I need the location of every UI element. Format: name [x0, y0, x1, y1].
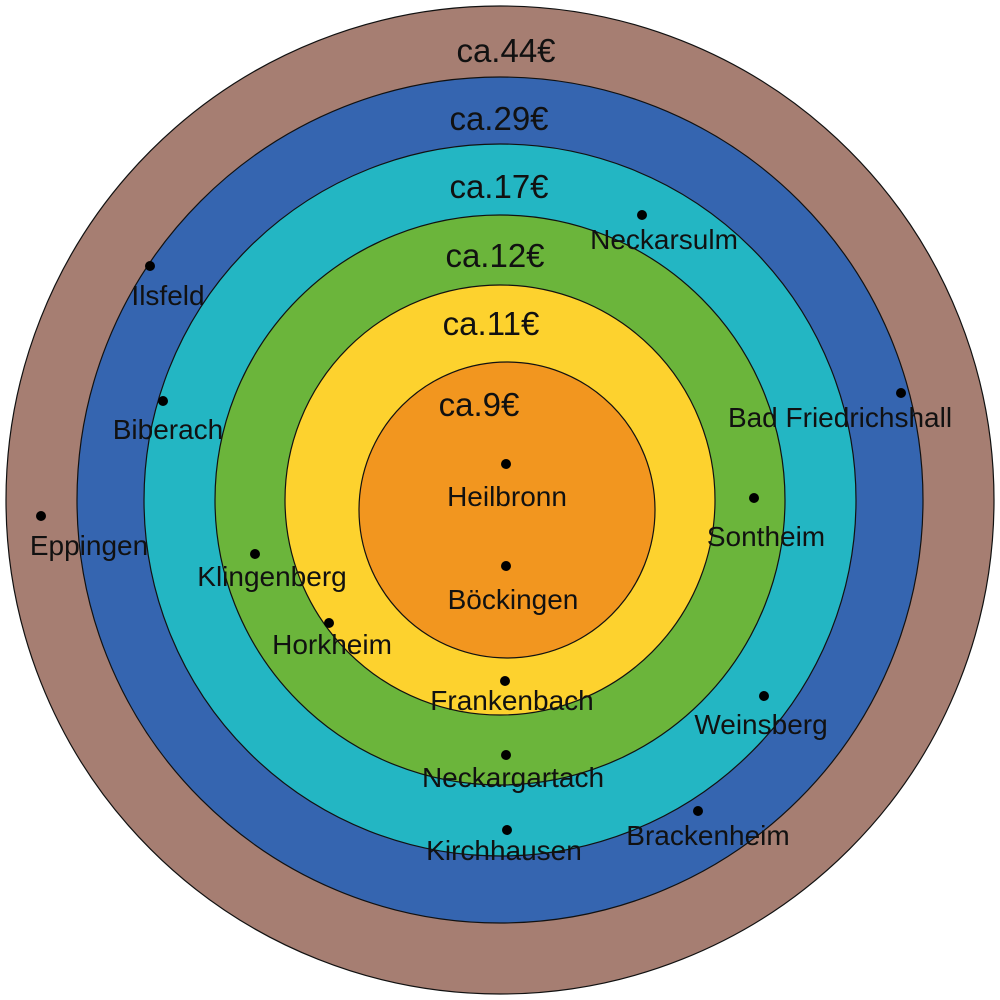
zone-ring-9: [358, 361, 656, 659]
town-label-frankenbach: Frankenbach: [430, 685, 593, 716]
town-dot-neckarsulm: [637, 210, 647, 220]
town-label-biberach: Biberach: [113, 414, 224, 445]
zone-labels: ca.44€ ca.29€ ca.17€ ca.12€ ca.11€ ca.9€: [439, 32, 556, 423]
town-dot-boeckingen: [501, 561, 511, 571]
zone-label-11: ca.11€: [443, 305, 540, 342]
town-dot-sontheim: [749, 493, 759, 503]
town-dot-horkheim: [324, 618, 334, 628]
town-dot-klingenberg: [250, 549, 260, 559]
town-label-heilbronn: Heilbronn: [447, 481, 567, 512]
town-label-eppingen: Eppingen: [30, 530, 148, 561]
town-dot-kirchhausen: [502, 825, 512, 835]
town-dot-bad-friedrichshall: [896, 388, 906, 398]
town-label-klingenberg: Klingenberg: [197, 561, 346, 592]
town-label-brackenheim: Brackenheim: [626, 820, 789, 851]
town-dot-weinsberg: [759, 691, 769, 701]
town-label-kirchhausen: Kirchhausen: [426, 835, 582, 866]
town-dot-brackenheim: [693, 806, 703, 816]
town-markers: Heilbronn Böckingen Frankenbach Neckarga…: [30, 210, 952, 866]
town-label-sontheim: Sontheim: [707, 521, 825, 552]
zone-label-9: ca.9€: [439, 386, 520, 423]
town-label-neckarsulm: Neckarsulm: [590, 224, 738, 255]
town-dot-frankenbach: [500, 676, 510, 686]
zone-label-17: ca.17€: [449, 168, 548, 205]
zone-label-44: ca.44€: [456, 32, 555, 69]
zone-label-29: ca.29€: [449, 100, 548, 137]
town-label-neckargartach: Neckargartach: [422, 762, 604, 793]
zone-rings: [5, 5, 995, 995]
zone-label-12: ca.12€: [445, 237, 544, 274]
town-dot-heilbronn: [501, 459, 511, 469]
town-dot-eppingen: [36, 511, 46, 521]
town-dot-biberach: [158, 396, 168, 406]
town-label-ilsfeld: Ilsfeld: [131, 280, 204, 311]
town-dot-neckargartach: [501, 750, 511, 760]
town-label-bad-friedrichshall: Bad Friedrichshall: [728, 402, 952, 433]
town-label-weinsberg: Weinsberg: [694, 709, 827, 740]
town-dot-ilsfeld: [145, 261, 155, 271]
town-label-horkheim: Horkheim: [272, 629, 392, 660]
town-label-boeckingen: Böckingen: [448, 584, 579, 615]
